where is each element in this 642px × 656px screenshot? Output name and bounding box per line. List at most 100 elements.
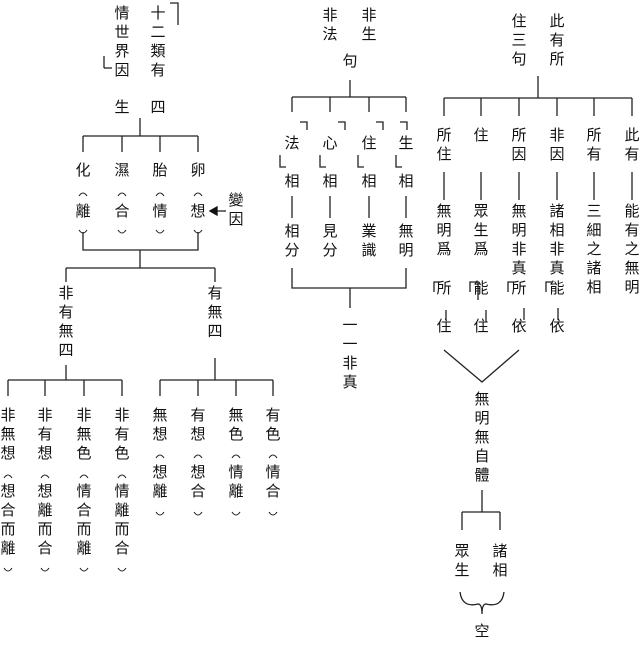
group-b-paren-2-open xyxy=(231,454,241,459)
middle-bottom-1-char: 見 xyxy=(322,222,337,240)
birth-cause-0: 離 xyxy=(75,202,90,220)
middle-top-2-char: 住 xyxy=(361,134,376,152)
birth-cause-1: 合 xyxy=(114,202,129,220)
group-a-cause-0-char: 合 xyxy=(0,501,15,519)
right-merge-char: 明 xyxy=(474,409,489,427)
right-bottom-4-char: 相 xyxy=(586,278,601,296)
birth-paren-0-close xyxy=(78,229,88,234)
group-a-item-0: 非無想 xyxy=(0,406,15,462)
birth-cause-3: 想 xyxy=(190,202,205,220)
right-merge-char: 無 xyxy=(474,428,489,446)
group-a-cause-1-char: 離 xyxy=(37,501,52,519)
middle-top-1-char: 心 xyxy=(322,134,337,152)
group-a-item-2-char: 無 xyxy=(76,425,91,443)
middle-bottom-2-char: 業 xyxy=(361,222,376,240)
right-pair-2: 所依 xyxy=(511,279,526,335)
middle-bottom-2-char: 識 xyxy=(361,241,376,259)
group-b-item-1-char: 想 xyxy=(190,425,205,443)
group-b-cause-0-char: 離 xyxy=(152,482,167,500)
group-a-cause-0-char: 離 xyxy=(0,539,15,557)
middle-title-col2-char: 生 xyxy=(361,25,376,43)
group-a-item-0-char: 無 xyxy=(0,425,15,443)
group-a-cause-2-char: 合 xyxy=(76,501,91,519)
arrow-head xyxy=(208,205,218,217)
group-a-cause-3-char: 情 xyxy=(114,482,129,500)
group-b-cause-2-char: 離 xyxy=(228,482,243,500)
middle-bottom-1-char: 分 xyxy=(322,241,337,259)
right-bottom-2-char: 非 xyxy=(511,240,526,258)
middle-title-col2: 非生 xyxy=(361,6,376,43)
right-split-1-char: 相 xyxy=(492,561,507,579)
right-top-2: 所因 xyxy=(511,126,526,163)
group-b-paren-3-open xyxy=(268,454,278,459)
group-a-paren-1-open xyxy=(40,474,50,479)
group-b-paren-0-close xyxy=(155,511,165,516)
right-bottom-0: 無明爲 xyxy=(436,202,451,258)
right-bottom-3-char: 諸 xyxy=(549,202,564,220)
group-b-item-0-char: 想 xyxy=(152,425,167,443)
group-b-cause-1-char: 想 xyxy=(190,463,205,481)
middle-top-2-char: 相 xyxy=(361,172,376,190)
middle-top-3: 生相 xyxy=(398,134,413,190)
left-title-col1-char: 二 xyxy=(150,23,165,41)
group-a-paren-3-close xyxy=(117,567,127,572)
group-a-paren-2-open xyxy=(79,474,89,479)
right-bottom-5-char: 之 xyxy=(624,240,639,258)
middle-title-col2-char: 非 xyxy=(361,6,376,24)
group-b-cause-2-char: 情 xyxy=(228,463,243,481)
birth-1: 濕 xyxy=(114,161,129,179)
birth-2: 胎 xyxy=(152,161,167,179)
right-bottom-4-char: 之 xyxy=(586,240,601,258)
middle-bottom-0-char: 相 xyxy=(284,222,299,240)
right-split-1-char: 諸 xyxy=(492,542,507,560)
group-a-title-char: 四 xyxy=(58,341,73,359)
middle-top-3-char: 生 xyxy=(398,134,413,152)
right-bottom-5-char: 能 xyxy=(624,202,639,220)
middle-conclusion-char: 一 xyxy=(342,335,357,353)
left-title-col2-char: 因 xyxy=(114,61,129,79)
group-a-item-0-char: 想 xyxy=(0,444,15,462)
right-title-col1-char: 住 xyxy=(511,12,526,30)
group-a-title-char: 無 xyxy=(58,322,73,340)
right-top-4-char: 有 xyxy=(586,145,601,163)
middle-top-0-char: 法 xyxy=(284,134,299,152)
right-bottom-1-char: 爲 xyxy=(473,240,488,258)
birth-2-char: 胎 xyxy=(152,161,167,179)
middle-title-col1-char: 法 xyxy=(322,25,337,43)
group-b-cause-3: 情合 xyxy=(265,463,280,500)
right-bottom-3-char: 非 xyxy=(549,240,564,258)
birth-cause-2: 情 xyxy=(152,202,167,220)
birth-cause-0-char: 離 xyxy=(75,202,90,220)
title-bracket-top xyxy=(170,2,179,25)
right-empty: 空 xyxy=(474,622,489,640)
group-b-cause-3-char: 情 xyxy=(265,463,280,481)
right-split-0-char: 眾 xyxy=(454,542,469,560)
right-bottom-5-char: 有 xyxy=(624,221,639,239)
birth-0-char: 化 xyxy=(75,161,90,179)
group-b-item-3-char: 色 xyxy=(265,425,280,443)
middle-bottom-2: 業識 xyxy=(361,222,376,259)
right-pair-2-char: 所 xyxy=(511,279,526,297)
change-cause-label: 變因 xyxy=(228,191,243,228)
diagram-text: 十二類有情世界因生四化濕胎卵離合情想變因非有無四有無四非無想非有想非無色非有色想… xyxy=(0,4,639,640)
middle-bottom-0: 相分 xyxy=(284,222,299,259)
birth-1-char: 濕 xyxy=(114,161,129,179)
birth-paren-0-open xyxy=(78,192,88,197)
group-a-item-1-char: 想 xyxy=(37,444,52,462)
birth-cause-2-char: 情 xyxy=(152,202,167,220)
group-a-paren-1-close xyxy=(40,567,50,572)
right-pair-3: 能依 xyxy=(549,279,564,335)
right-top-0: 所住 xyxy=(436,126,451,163)
middle-top-2: 住相 xyxy=(361,134,376,190)
left-title-col1-char: 十 xyxy=(150,4,165,22)
right-top-3: 非因 xyxy=(549,126,564,163)
connector-lines xyxy=(7,2,633,615)
